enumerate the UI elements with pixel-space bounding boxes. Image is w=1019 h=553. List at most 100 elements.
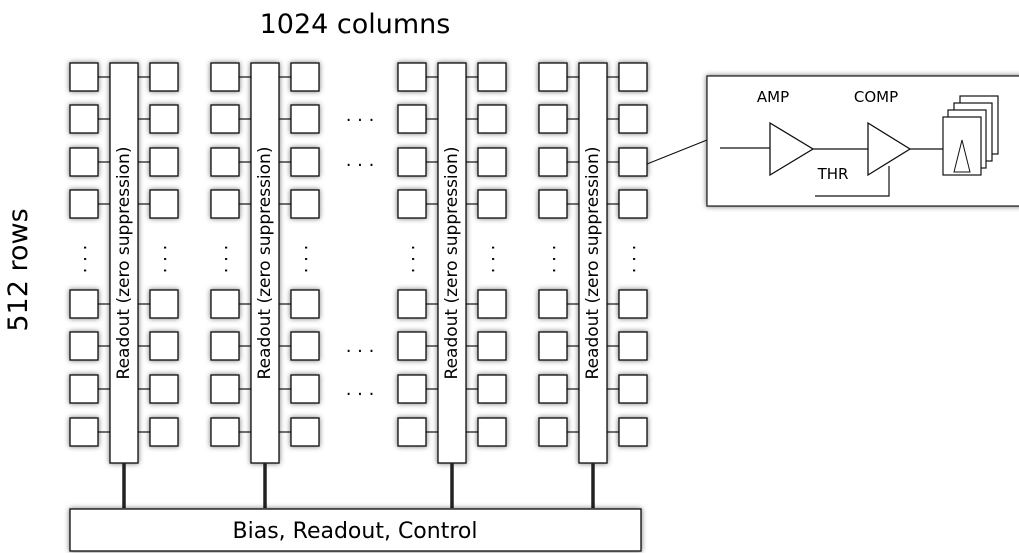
pixel-cell bbox=[618, 289, 648, 319]
ellipsis-vertical: · · · bbox=[74, 245, 95, 274]
ellipsis-bottom-2: · · · bbox=[346, 384, 375, 405]
readout-bar bbox=[250, 62, 280, 464]
pixel-cell bbox=[618, 331, 648, 361]
readout-bar bbox=[109, 62, 139, 464]
pixel-cell bbox=[290, 289, 320, 319]
pixel-cell bbox=[210, 62, 240, 92]
pixel-cell bbox=[477, 331, 507, 361]
pixel-cell bbox=[290, 417, 320, 447]
pixel-cell bbox=[149, 331, 179, 361]
pixel-cell bbox=[618, 62, 648, 92]
pixel-cell bbox=[290, 147, 320, 177]
rows-label: 512 rows bbox=[3, 208, 34, 331]
thr-label: THR bbox=[817, 165, 849, 183]
column-group: · · · · · · Readout (zero suppression) bbox=[397, 62, 507, 464]
readout-bar bbox=[578, 62, 608, 464]
ellipsis-vertical: · · · bbox=[215, 245, 236, 274]
pixel-cell bbox=[538, 374, 568, 404]
comparator-symbol bbox=[867, 121, 912, 177]
pixel-cell bbox=[477, 417, 507, 447]
pixel-cell bbox=[477, 374, 507, 404]
pixel-cell bbox=[618, 104, 648, 134]
pixel-cell bbox=[149, 189, 179, 219]
column-group: · · · · · · Readout (zero suppression) bbox=[210, 62, 320, 464]
ellipsis-bottom-1: · · · bbox=[346, 341, 375, 362]
ellipsis-vertical: · · · bbox=[482, 245, 503, 274]
memory-cell-stack-icon bbox=[942, 95, 999, 176]
pixel-cell bbox=[290, 62, 320, 92]
pixel-cell bbox=[477, 62, 507, 92]
pixel-cell bbox=[69, 189, 99, 219]
pixel-cell bbox=[210, 147, 240, 177]
pixel-cell bbox=[397, 62, 427, 92]
pixel-cell bbox=[538, 417, 568, 447]
pixel-cell bbox=[538, 189, 568, 219]
column-groups: · · ·· · ·Readout (zero suppression)· · … bbox=[69, 62, 648, 464]
pixel-cell bbox=[149, 374, 179, 404]
pixel-cell bbox=[290, 104, 320, 134]
pixel-cell bbox=[149, 147, 179, 177]
readout-label: Readout (zero suppression) bbox=[255, 147, 275, 380]
pixel-cell bbox=[397, 104, 427, 134]
pixel-cell bbox=[290, 331, 320, 361]
pixel-detail-panel: AMP COMP THR bbox=[706, 75, 1019, 207]
pixel-cell bbox=[69, 331, 99, 361]
pixel-cell bbox=[618, 147, 648, 177]
bus-connectors bbox=[122, 463, 595, 508]
ellipsis-vertical: · · · bbox=[295, 245, 316, 274]
pixel-cell bbox=[210, 104, 240, 134]
ellipsis-top-2: · · · bbox=[346, 155, 375, 176]
pixel-cell bbox=[477, 104, 507, 134]
pixel-cell bbox=[69, 374, 99, 404]
pixel-cell bbox=[538, 289, 568, 319]
pixel-cell bbox=[397, 189, 427, 219]
pixel-cell bbox=[538, 331, 568, 361]
pixel-cell bbox=[397, 331, 427, 361]
pixel-cell bbox=[538, 147, 568, 177]
pixel-cell bbox=[290, 374, 320, 404]
ellipsis-vertical: · · · bbox=[623, 245, 644, 274]
comp-label: COMP bbox=[854, 88, 898, 106]
pixel-cell bbox=[397, 289, 427, 319]
pixel-cell bbox=[477, 189, 507, 219]
pixel-cell bbox=[69, 104, 99, 134]
readout-label: Readout (zero suppression) bbox=[114, 147, 134, 380]
pixel-cell bbox=[69, 289, 99, 319]
pixel-cell bbox=[149, 417, 179, 447]
pixel-cell bbox=[210, 331, 240, 361]
ellipsis-vertical: · · · bbox=[543, 245, 564, 274]
pixel-cell bbox=[290, 189, 320, 219]
pixel-cell bbox=[149, 104, 179, 134]
amplifier-symbol bbox=[769, 121, 815, 177]
diagram-title: 1024 columns bbox=[260, 9, 451, 40]
pixel-cell bbox=[210, 374, 240, 404]
bus-label: Bias, Readout, Control bbox=[233, 519, 478, 544]
bias-readout-control-box: Bias, Readout, Control bbox=[69, 508, 642, 552]
pixel-cell bbox=[538, 62, 568, 92]
pixel-cell bbox=[210, 289, 240, 319]
readout-label: Readout (zero suppression) bbox=[442, 147, 462, 380]
pixel-cell bbox=[618, 417, 648, 447]
pixel-cell bbox=[618, 374, 648, 404]
column-group: · · · · · · Readout (zero suppression) bbox=[69, 62, 179, 464]
pixel-cell bbox=[397, 147, 427, 177]
zoom-connector bbox=[646, 139, 708, 165]
ellipsis-vertical: · · · bbox=[154, 245, 175, 274]
pixel-cell bbox=[69, 62, 99, 92]
pixel-cell bbox=[397, 374, 427, 404]
ellipsis-vertical: · · · bbox=[402, 245, 423, 274]
column-group: · · · · · · Readout (zero suppression) bbox=[538, 62, 648, 464]
pixel-cell bbox=[210, 417, 240, 447]
pixel-cell bbox=[397, 417, 427, 447]
readout-bar bbox=[437, 62, 467, 464]
readout-label: Readout (zero suppression) bbox=[583, 147, 603, 380]
pixel-cell bbox=[149, 289, 179, 319]
pixel-cell bbox=[618, 189, 648, 219]
pixel-cell bbox=[477, 289, 507, 319]
pixel-cell bbox=[538, 104, 568, 134]
pixel-cell bbox=[69, 417, 99, 447]
pixel-cell bbox=[69, 147, 99, 177]
pixel-cell bbox=[149, 62, 179, 92]
pixel-cell bbox=[477, 147, 507, 177]
